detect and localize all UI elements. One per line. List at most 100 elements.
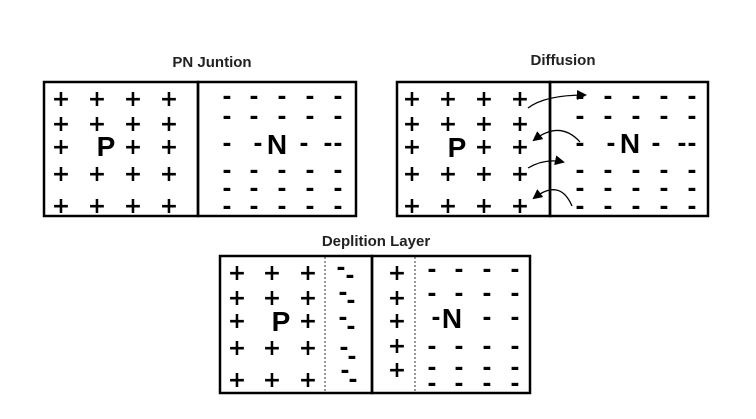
minus-charge: - [427, 372, 436, 397]
plus-charge: + [299, 368, 317, 393]
minus-charge: - [687, 177, 696, 202]
minus-charge: - [277, 195, 286, 220]
minus-charge: - [222, 159, 231, 184]
plus-charge: + [299, 309, 317, 334]
minus-charge: - [249, 85, 258, 110]
plus-charge: + [475, 87, 493, 112]
plus-charge: + [88, 87, 106, 112]
minus-charge: - [687, 132, 696, 157]
positive-ion: + [388, 309, 406, 334]
n-label: N [442, 303, 462, 334]
plus-charge: + [228, 368, 246, 393]
plus-charge: + [475, 162, 493, 187]
minus-charge: - [631, 195, 640, 220]
minus-charge: - [249, 177, 258, 202]
n-region-minus-signs: ------------------------------ [222, 85, 342, 220]
diffusion-arrow [532, 129, 581, 143]
minus-charge: - [222, 177, 231, 202]
plus-charge: + [52, 135, 70, 160]
minus-charge: - [510, 335, 519, 360]
n-region-box [370, 254, 532, 395]
minus-charge: - [659, 105, 668, 130]
negative-ion: - [339, 336, 348, 361]
minus-charge: - [482, 356, 491, 381]
plus-charge: + [299, 336, 317, 361]
minus-charge: - [305, 195, 314, 220]
minus-charge: - [277, 105, 286, 130]
positive-ion: + [388, 358, 406, 383]
minus-charge: - [333, 132, 342, 157]
plus-charge: + [52, 194, 70, 219]
plus-charge: + [511, 135, 529, 160]
plus-charge: + [124, 194, 142, 219]
plus-charge: + [124, 112, 142, 137]
minus-charge: - [454, 372, 463, 397]
panel-title-pn-junction: PN Juntion [172, 54, 251, 71]
minus-charge: - [510, 356, 519, 381]
plus-charge: + [263, 261, 281, 286]
minus-charge: - [277, 177, 286, 202]
minus-charge: - [510, 258, 519, 283]
minus-charge: - [305, 177, 314, 202]
positive-ion: + [388, 334, 406, 359]
plus-charge: + [160, 87, 178, 112]
negative-ion: - [336, 256, 345, 281]
plus-charge: + [228, 309, 246, 334]
plus-charge: + [511, 162, 529, 187]
n-region-minus-signs: ----------------------- [427, 258, 519, 397]
minus-charge: - [606, 132, 615, 157]
minus-charge: - [222, 85, 231, 110]
minus-charge: - [431, 306, 440, 331]
plus-charge: + [439, 162, 457, 187]
plus-charge: + [88, 162, 106, 187]
plus-charge: + [299, 261, 317, 286]
plus-charge: + [403, 194, 421, 219]
negative-ion: - [346, 315, 355, 340]
minus-charge: - [687, 105, 696, 130]
minus-charge: - [454, 356, 463, 381]
negative-ion: - [346, 289, 355, 314]
minus-charge: - [249, 105, 258, 130]
minus-charge: - [427, 356, 436, 381]
plus-charge: + [263, 336, 281, 361]
plus-charge: + [160, 135, 178, 160]
panel-pn-junction: PN Juntion +++++++++++++++++++ ---------… [42, 54, 358, 220]
negative-ion: - [338, 306, 347, 331]
minus-charge: - [575, 159, 584, 184]
minus-charge: - [651, 132, 660, 157]
plus-charge: + [228, 261, 246, 286]
minus-charge: - [687, 159, 696, 184]
minus-charge: - [427, 335, 436, 360]
panel-title-depletion: Deplition Layer [322, 233, 431, 250]
negative-ion: - [348, 368, 357, 393]
p-label: P [448, 132, 467, 163]
plus-charge: + [475, 194, 493, 219]
plus-charge: + [52, 112, 70, 137]
plus-charge: + [124, 135, 142, 160]
n-region-minus-signs: ------------------------------ [575, 85, 696, 220]
p-region-plus-signs: +++++++++++++++++++ [52, 87, 178, 219]
minus-charge: - [510, 282, 519, 307]
minus-charge: - [482, 372, 491, 397]
minus-charge: - [482, 335, 491, 360]
minus-charge: - [575, 177, 584, 202]
plus-charge: + [439, 87, 457, 112]
minus-charge: - [575, 195, 584, 220]
plus-charge: + [299, 286, 317, 311]
panel-diffusion: Diffusion +++++++++++++++++++ ----------… [395, 52, 710, 220]
minus-charge: - [603, 159, 612, 184]
diffusion-arrow [527, 155, 565, 169]
minus-charge: - [222, 132, 231, 157]
plus-charge: + [511, 112, 529, 137]
minus-charge: - [323, 132, 332, 157]
minus-charge: - [277, 85, 286, 110]
plus-charge: + [511, 87, 529, 112]
plus-charge: + [403, 162, 421, 187]
negative-ion: - [345, 264, 354, 289]
minus-charge: - [427, 282, 436, 307]
minus-charge: - [222, 105, 231, 130]
depletion-negative-ions: ---------- [336, 256, 357, 393]
minus-charge: - [277, 159, 286, 184]
plus-charge: + [475, 135, 493, 160]
plus-charge: + [439, 194, 457, 219]
